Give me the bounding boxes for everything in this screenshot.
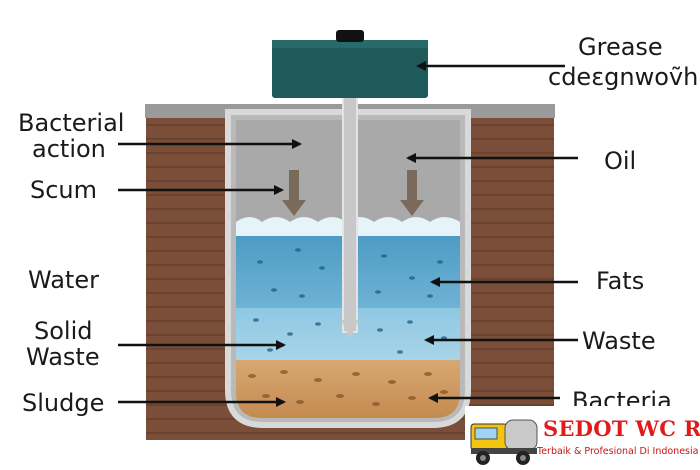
label-solid-1: Solid: [34, 317, 93, 345]
label-fats: Fats: [596, 267, 645, 295]
label-waste: Waste: [582, 327, 656, 355]
label-bacterial-action-2: action: [32, 135, 106, 163]
label-grease-line2: cdeɛgnwoṽh: [548, 63, 699, 91]
watermark-subtitle: Terbaik & Profesional Di Indonesia: [537, 446, 699, 457]
tank-lid: [272, 40, 428, 98]
truck-icon: [470, 419, 538, 465]
watermark-logo: SEDOT WC RESMI Terbaik & Profesional Di …: [465, 406, 700, 470]
sludge-layer: [236, 360, 460, 418]
label-solid-2: Waste: [26, 343, 100, 371]
label-sludge: Sludge: [22, 389, 105, 417]
watermark-title: SEDOT WC RESMI: [543, 416, 700, 441]
pointer-arrows: [118, 61, 578, 407]
label-grease: Grease: [578, 33, 663, 61]
label-oil: Oil: [604, 147, 637, 175]
label-scum: Scum: [30, 176, 98, 204]
lid-cap: [336, 30, 364, 42]
inlet-pipe: [342, 69, 358, 333]
label-bacterial-action-1: Bacterial: [18, 109, 125, 137]
label-water: Water: [28, 266, 99, 294]
settling-arrows: [282, 170, 424, 216]
